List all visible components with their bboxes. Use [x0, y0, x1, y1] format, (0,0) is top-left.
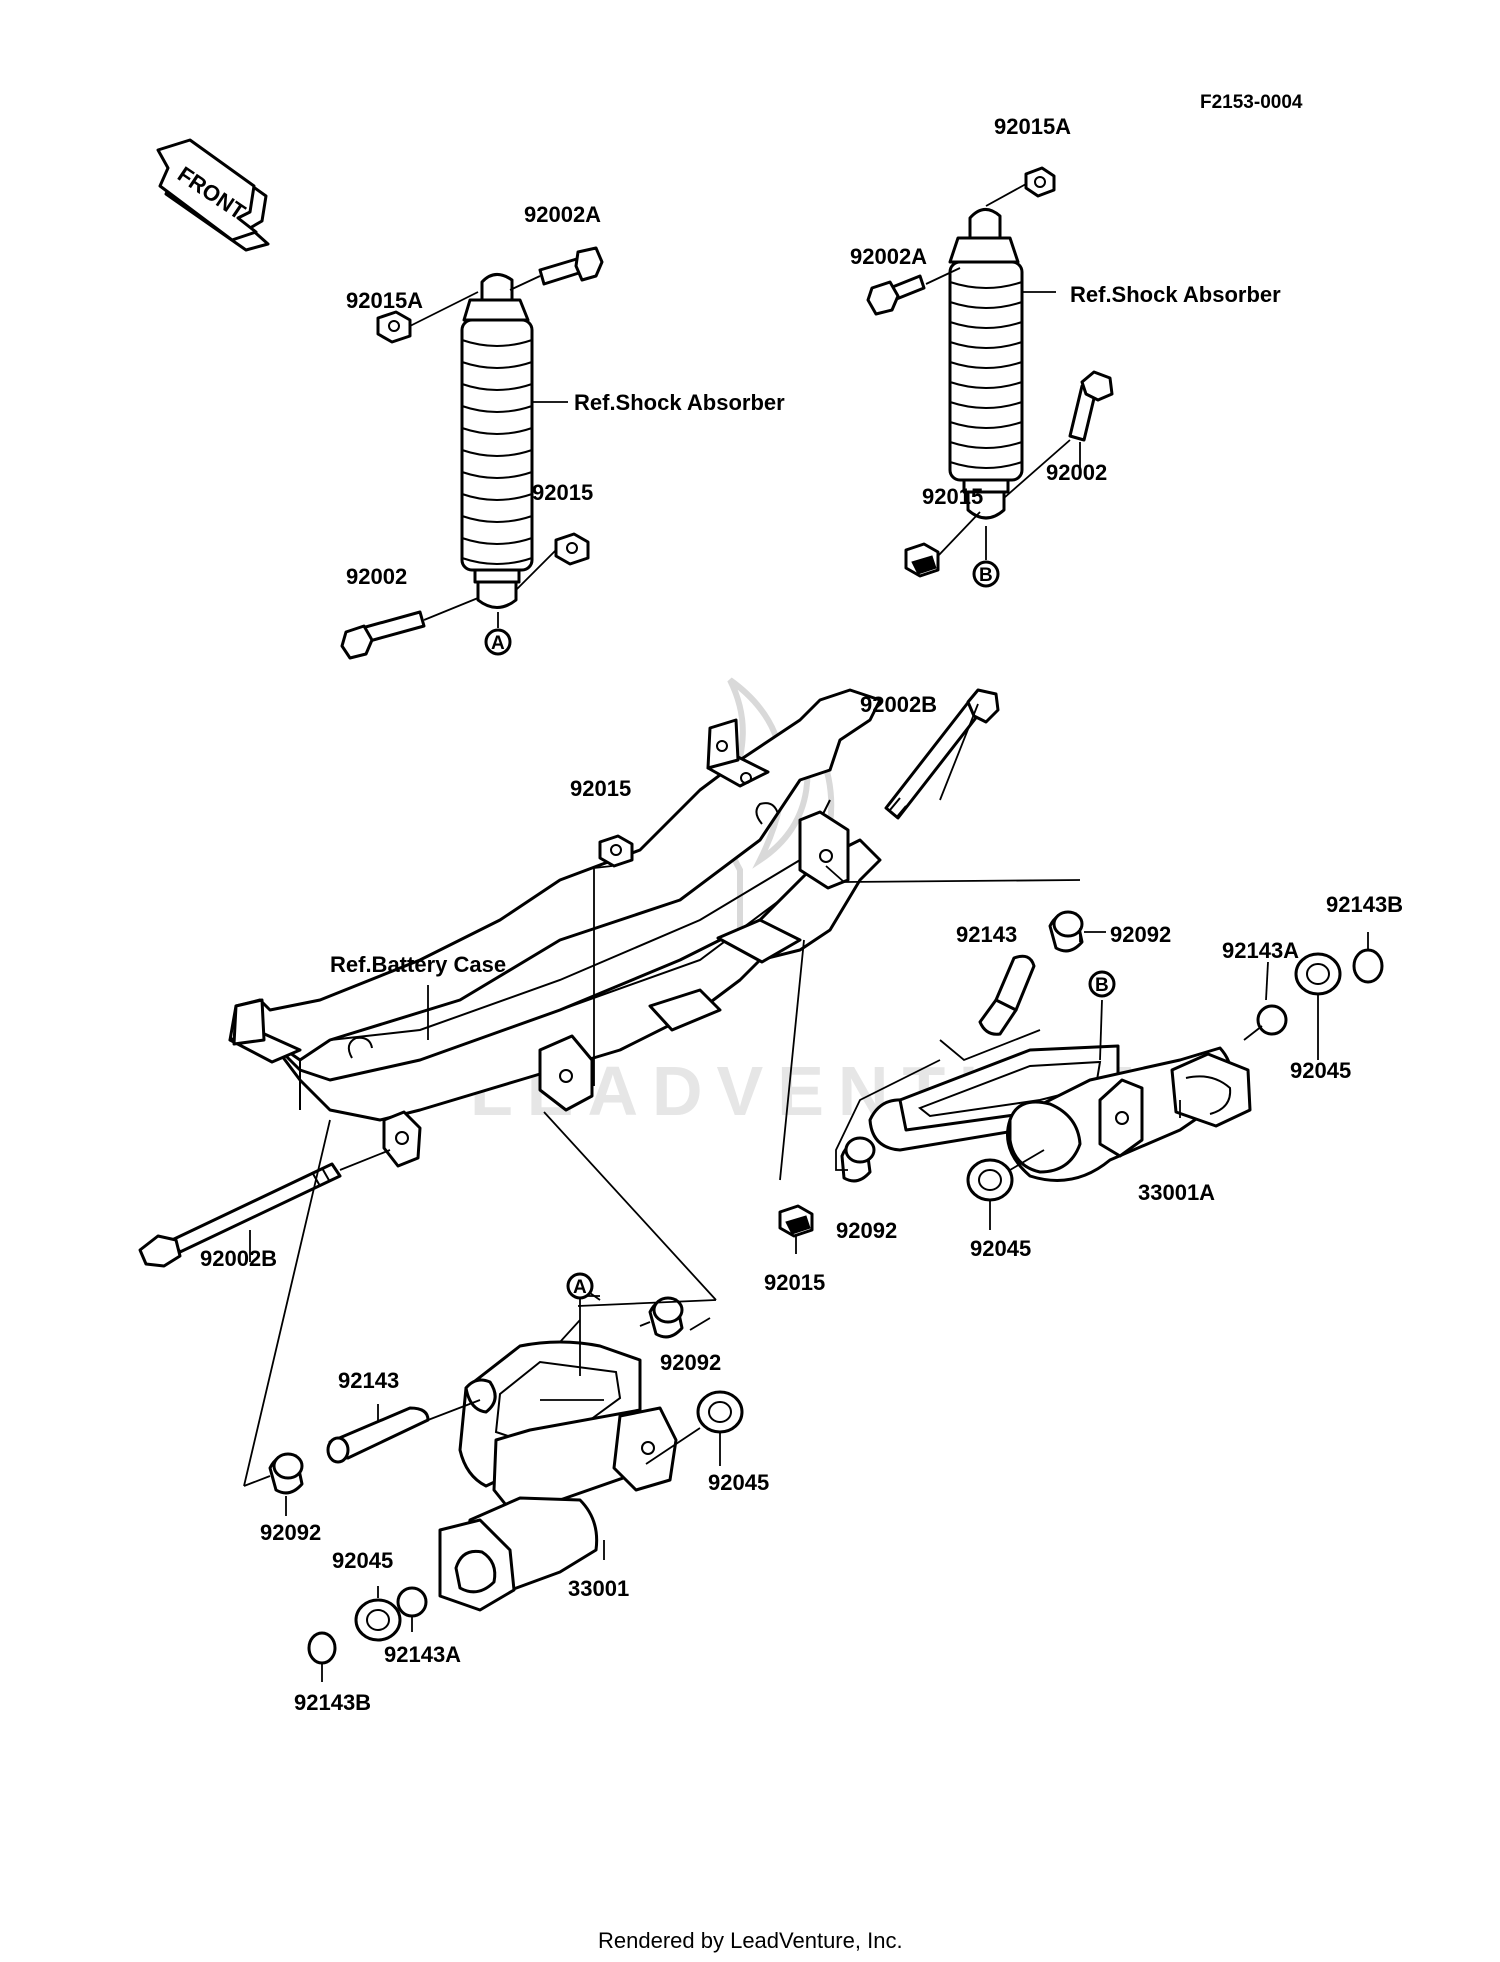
svg-text:A: A [573, 1277, 587, 1298]
svg-text:B: B [1095, 975, 1109, 996]
right-bushing-92092-bottom [840, 1136, 876, 1183]
label-92002A-right: 92002A [850, 244, 927, 269]
label-92092-right-lower: 92092 [836, 1218, 897, 1243]
left-bearing-92045-upper [696, 1390, 744, 1434]
label-92002B-bottom: 92002B [200, 1246, 277, 1271]
label-92002A-left: 92002A [524, 202, 601, 227]
label-92015-lower: 92015 [764, 1270, 825, 1295]
left-bolt-92002-lower [340, 610, 426, 660]
right-shock-absorber [948, 208, 1024, 520]
left-bolt-92002A [538, 246, 604, 286]
right-nut-92015A [1024, 166, 1056, 198]
label-92143-right: 92143 [956, 922, 1017, 947]
label-shock-left: Ref.Shock Absorber [574, 390, 785, 415]
label-33001: 33001 [568, 1576, 629, 1601]
left-bearing-92045-lower [354, 1598, 402, 1642]
frame-nut-92015 [598, 834, 634, 868]
left-collar-92143B [307, 1631, 337, 1665]
right-bearing-92045-upper [1294, 952, 1342, 996]
right-collar-92143A [1256, 1004, 1288, 1036]
label-92143-left: 92143 [338, 1368, 399, 1393]
right-swingarm-33001A [868, 1044, 1252, 1182]
label-92002B-top: 92002B [860, 692, 937, 717]
label-92045-right-lower: 92045 [970, 1236, 1031, 1261]
left-sleeve-92143 [326, 1406, 430, 1464]
right-collar-92143B [1352, 948, 1384, 984]
label-92092-left-lower: 92092 [260, 1520, 321, 1545]
left-collar-92143A [396, 1586, 428, 1618]
right-bolt-92002 [1068, 370, 1114, 442]
right-bearing-92045-lower [966, 1158, 1014, 1202]
label-92015A-right: 92015A [994, 114, 1071, 139]
svg-text:A: A [491, 633, 505, 654]
long-bolt-92002B-bottom [138, 1162, 342, 1268]
label-92015-frame: 92015 [570, 776, 631, 801]
label-92002-right: 92002 [1046, 460, 1107, 485]
label-92045-right-upper: 92045 [1290, 1058, 1351, 1083]
callout-a-swingarm: A [566, 1272, 594, 1300]
label-shock-right: Ref.Shock Absorber [1070, 282, 1281, 307]
long-bolt-92002B-top [884, 688, 1000, 820]
svg-text:B: B [979, 565, 993, 586]
left-bushing-92092-bottom [268, 1452, 304, 1495]
figure-code: F2153-0004 [1200, 92, 1303, 113]
front-arrow-icon: FRONT [156, 138, 270, 252]
label-33001A: 33001A [1138, 1180, 1215, 1205]
label-92015A-left: 92015A [346, 288, 423, 313]
label-92045-left-lower: 92045 [332, 1548, 393, 1573]
label-92143A-right: 92143A [1222, 938, 1299, 963]
label-92143A-left: 92143A [384, 1642, 461, 1667]
right-bushing-92092-top [1048, 910, 1084, 953]
left-swingarm-33001 [438, 1340, 678, 1612]
left-shock-absorber [460, 273, 534, 609]
label-92002-left-lower: 92002 [346, 564, 407, 589]
label-92143B-right: 92143B [1326, 892, 1403, 917]
label-92092-left-top: 92092 [660, 1350, 721, 1375]
label-battery-case: Ref.Battery Case [330, 952, 506, 977]
callout-b-right: B [972, 560, 1000, 588]
label-92015-left-lower: 92015 [532, 480, 593, 505]
left-bushing-92092-top [648, 1296, 684, 1339]
callout-b-swingarm: B [1088, 970, 1116, 998]
right-bolt-92002A [866, 274, 926, 316]
right-nut-92015-frame-lower [778, 1204, 814, 1238]
left-nut-92015-lower [554, 532, 590, 566]
label-92092-right-top: 92092 [1110, 922, 1171, 947]
right-nut-92015-lower [904, 542, 940, 578]
part-labels: 92015A 92002A 92015A 92002A Ref.Shock Ab… [200, 114, 1403, 1715]
callout-a-left: A [484, 628, 512, 656]
label-92143B-left: 92143B [294, 1690, 371, 1715]
right-sleeve-92143 [978, 954, 1036, 1036]
footer-credit: Rendered by LeadVenture, Inc. [598, 1928, 903, 1953]
label-92015-right-lower: 92015 [922, 484, 983, 509]
left-nut-92015A [376, 310, 412, 344]
battery-case-frame [228, 688, 882, 1168]
label-92045-left-upper: 92045 [708, 1470, 769, 1495]
